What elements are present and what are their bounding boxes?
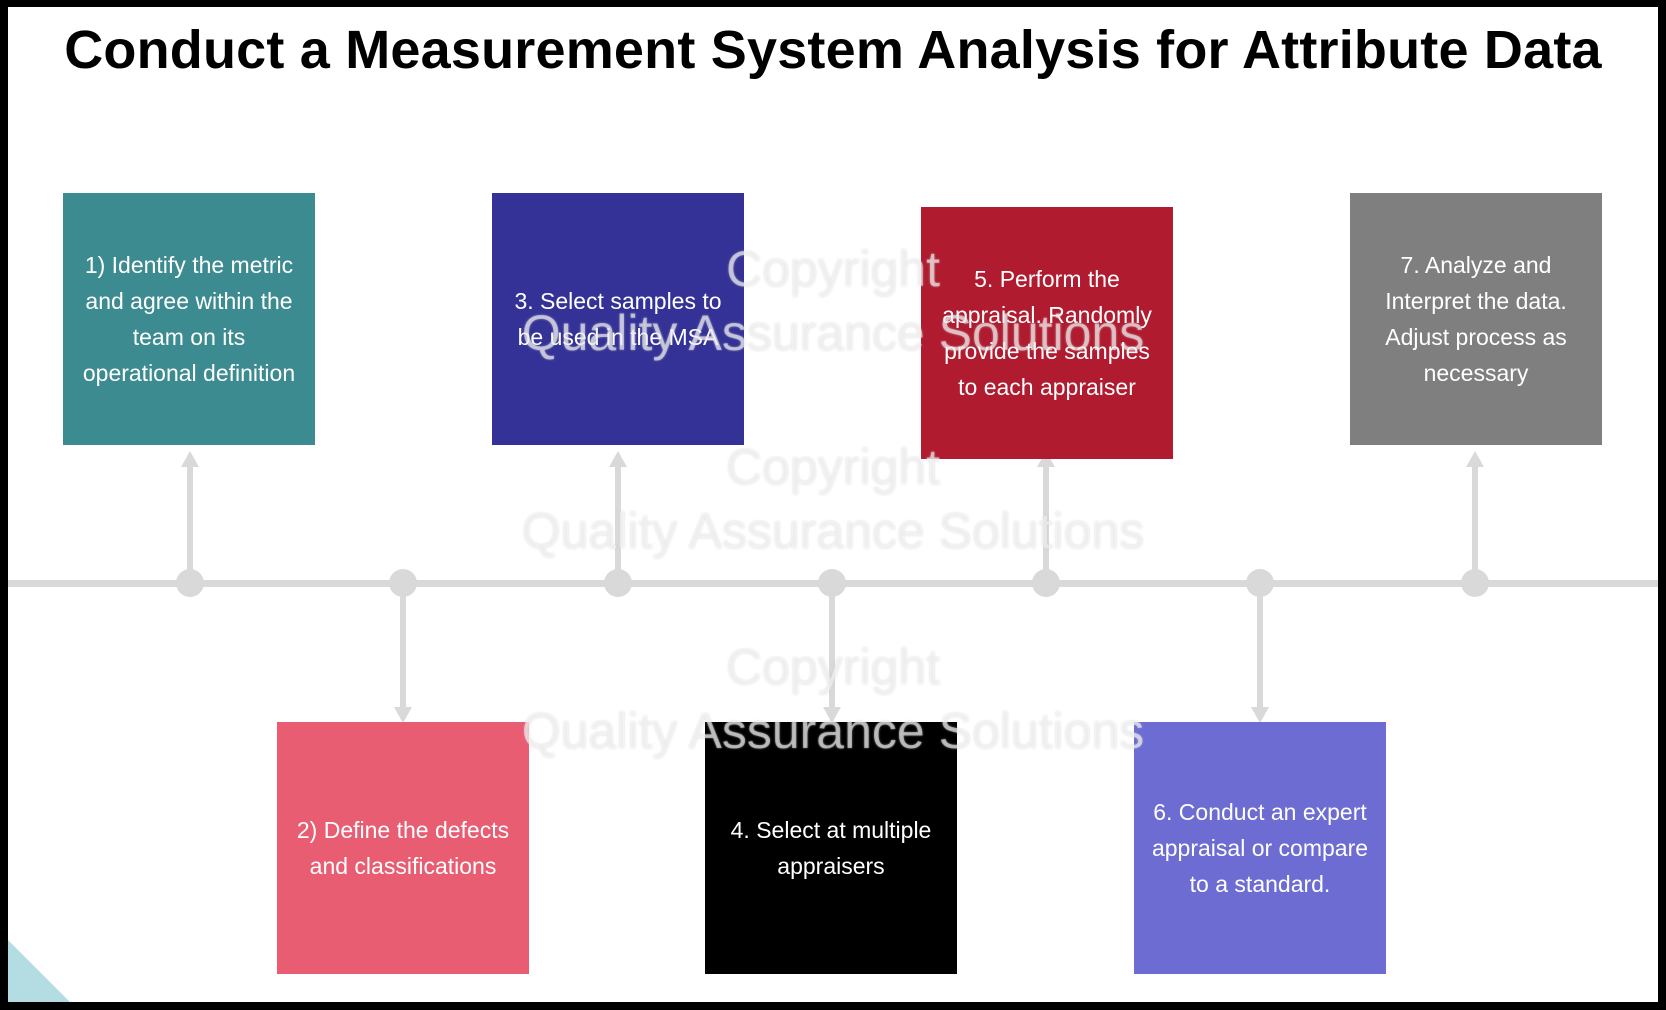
arrow-step-3 bbox=[609, 451, 627, 467]
connector-step-2 bbox=[400, 585, 406, 709]
step-6-text: 6. Conduct an expert appraisal or compar… bbox=[1151, 799, 1369, 897]
slide: Conduct a Measurement System Analysis fo… bbox=[8, 7, 1658, 1002]
timeline-dot-1 bbox=[176, 569, 204, 597]
arrow-step-7 bbox=[1466, 451, 1484, 467]
arrow-step-1 bbox=[181, 451, 199, 467]
step-1-box: 1) Identify the metric and agree within … bbox=[63, 193, 315, 445]
step-2-box: 2) Define the defects and classification… bbox=[277, 722, 529, 974]
step-4-box: 4. Select at multiple appraisers bbox=[705, 722, 957, 974]
step-5-text: 5. Perform the appraisal. Randomly provi… bbox=[942, 266, 1152, 400]
connector-step-7 bbox=[1472, 465, 1478, 583]
arrow-step-2 bbox=[394, 707, 412, 723]
timeline-dot-7 bbox=[1461, 569, 1489, 597]
connector-step-3 bbox=[615, 465, 621, 583]
connector-step-4 bbox=[829, 585, 835, 709]
step-3-box: 3. Select samples to be used in the MSA bbox=[492, 193, 744, 445]
step-7-box: 7. Analyze and Interpret the data. Adjus… bbox=[1350, 193, 1602, 445]
step-4-text: 4. Select at multiple appraisers bbox=[730, 817, 932, 879]
step-5-box: 5. Perform the appraisal. Randomly provi… bbox=[921, 207, 1173, 459]
connector-step-6 bbox=[1257, 585, 1263, 709]
connector-step-5 bbox=[1043, 465, 1049, 583]
timeline-dot-5 bbox=[1032, 569, 1060, 597]
step-2-text: 2) Define the defects and classification… bbox=[296, 817, 510, 879]
step-3-text: 3. Select samples to be used in the MSA bbox=[514, 288, 722, 350]
step-7-text: 7. Analyze and Interpret the data. Adjus… bbox=[1385, 252, 1567, 386]
watermark-line2: Quality Assurance Solutions bbox=[521, 503, 1145, 559]
step-6-box: 6. Conduct an expert appraisal or compar… bbox=[1134, 722, 1386, 974]
arrow-step-4 bbox=[823, 707, 841, 723]
watermark-middle: Copyright Quality Assurance Solutions bbox=[8, 435, 1658, 563]
connector-step-1 bbox=[187, 465, 193, 583]
arrow-step-6 bbox=[1251, 707, 1269, 723]
slide-title: Conduct a Measurement System Analysis fo… bbox=[64, 20, 1602, 80]
timeline-dot-3 bbox=[604, 569, 632, 597]
corner-decoration bbox=[8, 940, 70, 1002]
step-1-text: 1) Identify the metric and agree within … bbox=[82, 252, 296, 386]
